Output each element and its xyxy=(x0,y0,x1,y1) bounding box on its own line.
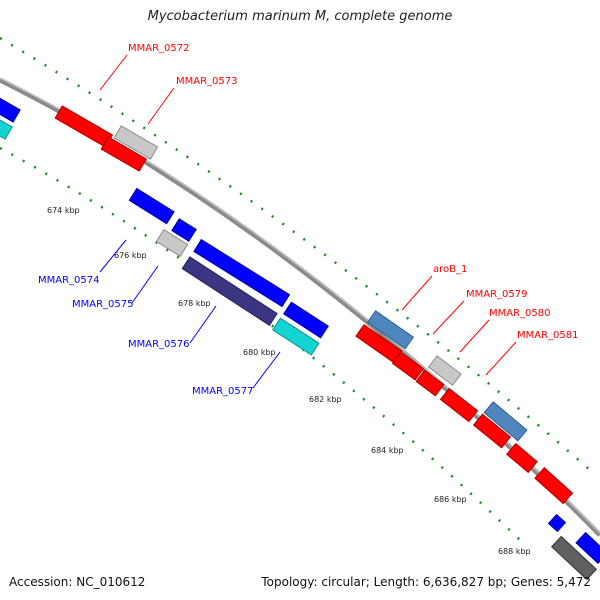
tick-label: 680 kbp xyxy=(243,348,276,357)
gene-label: MMAR_0575 xyxy=(72,299,134,310)
forward-genes xyxy=(0,94,528,442)
genome-summary: Topology: circular; Length: 6,636,827 bp… xyxy=(261,575,591,589)
gene-mmar0579[interactable] xyxy=(427,355,462,386)
gene-mmar0574[interactable] xyxy=(155,228,189,258)
gene-label: MMAR_0581 xyxy=(517,330,579,341)
gene-label: MMAR_0574 xyxy=(38,275,100,286)
gene-red-b2[interactable] xyxy=(391,351,425,381)
gene-label: MMAR_0576 xyxy=(128,339,190,350)
gene-mmar0576[interactable] xyxy=(181,256,278,326)
gene-mmar0577[interactable] xyxy=(272,317,320,356)
gene-dark-bottom[interactable] xyxy=(550,535,598,581)
tick-label: 678 kbp xyxy=(178,299,211,308)
gene-arob-1[interactable] xyxy=(366,310,415,350)
tick-label: 674 kbp xyxy=(47,206,80,215)
tick-labels: 674 kbp 676 kbp 678 kbp 680 kbp 682 kbp 684 k… xyxy=(47,206,531,556)
gene-label: MMAR_0580 xyxy=(489,308,551,319)
gene-mmar0573[interactable] xyxy=(113,125,159,160)
gene-blue-2[interactable] xyxy=(171,218,197,242)
gene-red-b7[interactable] xyxy=(534,467,574,505)
gene-label: MMAR_0577 xyxy=(192,386,254,397)
gene-label: MMAR_0579 xyxy=(466,289,528,300)
leader-lines xyxy=(99,54,517,389)
map-title: Mycobacterium marinum M, complete genome xyxy=(147,9,453,24)
gene-label: MMAR_0572 xyxy=(128,43,190,54)
tick-label: 686 kbp xyxy=(434,495,467,504)
accession-text: Accession: NC_010612 xyxy=(9,575,146,589)
tick-label: 676 kbp xyxy=(114,251,147,260)
gene-left-cyan[interactable] xyxy=(0,111,13,140)
gene-left-reverse[interactable] xyxy=(0,94,21,123)
tick-label: 682 kbp xyxy=(309,395,342,404)
tick-label: 688 kbp xyxy=(498,547,531,556)
gene-red-b4[interactable] xyxy=(439,387,479,423)
gene-blue-bottom-1[interactable] xyxy=(547,513,567,533)
tick-label: 684 kbp xyxy=(371,446,404,455)
gene-blue-1[interactable] xyxy=(128,187,175,225)
gene-red-b5[interactable] xyxy=(472,413,512,449)
gene-labels: MMAR_0572MMAR_0573aroB_1MMAR_0579MMAR_05… xyxy=(38,43,579,397)
gene-mmar0581[interactable] xyxy=(483,401,528,442)
gene-mmar0572[interactable] xyxy=(54,105,114,148)
backbone-genes xyxy=(100,136,600,581)
outer-dotted-ring xyxy=(0,36,591,471)
gene-red-below-1[interactable] xyxy=(100,136,147,172)
gene-label: MMAR_0573 xyxy=(176,76,238,87)
gene-red-b3[interactable] xyxy=(415,369,445,397)
gene-mmar0575[interactable] xyxy=(193,238,291,308)
gene-label: aroB_1 xyxy=(433,264,467,275)
gene-blue-3[interactable] xyxy=(283,301,329,339)
gene-red-b6[interactable] xyxy=(506,442,538,474)
